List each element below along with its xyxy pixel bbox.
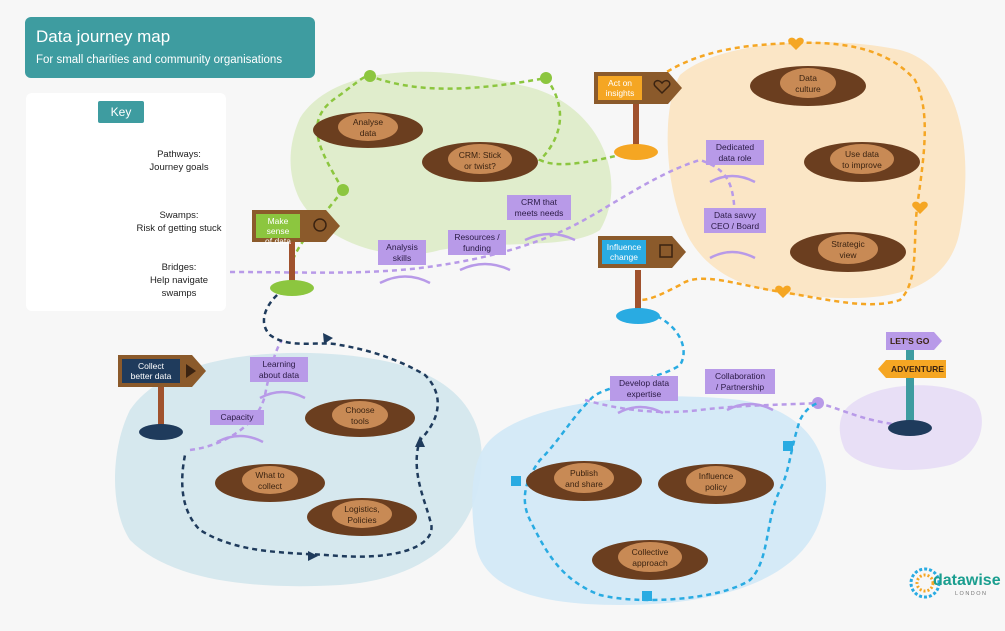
bridge-icon [216,174,774,444]
bridge-label-analysis-skills: Analysis skills [378,240,426,265]
green-node-2 [540,72,552,84]
swamp-influence-policy [658,464,774,504]
heart-icon [775,37,928,298]
navy-arrow-2 [415,436,425,447]
swamp-what-collect [215,464,325,502]
brand-logo-icon [909,567,941,599]
swamp-strategic [790,232,906,272]
brand-name: datawise [933,572,1001,589]
swamp-logistics [307,498,417,536]
brand-sub: LONDON [955,591,988,597]
navy-path [181,283,439,558]
swamp-publish [526,461,642,501]
swamp-label-crm: CRM: Stick or twist? [458,150,502,171]
key-bridges-label: Bridges: Help navigate swamps [149,262,209,299]
key-title: Key [98,101,144,123]
sign-label-influence-change: Influence change [606,242,642,262]
key-pathways-label: Pathways: Journey goals [149,149,209,173]
bridge-label-savvy-ceo: Data savvy CEO / Board [704,208,766,233]
title-banner: Data journey map For small charities and… [25,17,315,78]
green-node-3 [337,184,349,196]
swamp-label-use-data: Use data to improve [842,149,882,170]
sign-collect-data [118,355,206,440]
swamp-label-collective: Collective approach [631,547,669,568]
blue-node-2 [642,591,652,601]
swamp-label-what-collect: What to collect [255,470,285,491]
bridge-label-capacity: Capacity [210,410,264,425]
navy-arrow-3 [308,551,318,561]
bridge-label-crm-needs: CRM that meets needs [507,195,571,220]
swamp-data-culture [750,66,866,106]
bridge-label-resources: Resources / funding [448,230,506,255]
swamp-crm [422,142,538,182]
key-panel: Key Pathways: Journey goals Swamps: Risk… [26,93,226,311]
swamp-label-influence-policy: Influence policy [698,471,734,492]
sign-label-collect: Collect better data [130,361,172,381]
key-swamps-label: Swamps: Risk of getting stuck [136,210,222,234]
sign-label-make-sense: Make sense of data [265,216,291,246]
swamp-choose-tools [305,399,415,437]
swamp-label-choose-tools: Choose tools [345,405,375,426]
swamp-collective [592,540,708,580]
signpost-adventure: ADVENTURE [891,364,944,374]
bridge-label-learning: Learning about data [250,357,308,382]
bridge-label-develop: Develop data expertise [610,376,678,401]
bridge-label-collaboration: Collaboration / Partnership [705,369,775,394]
swamp-label-analyse: Analyse data [352,117,384,138]
blue-region [472,396,827,605]
page-subtitle: For small charities and community organi… [36,54,283,66]
blue-node-3 [783,441,793,451]
purple-node [812,397,824,409]
blue-node-1 [511,476,521,486]
swamp-analyse-data [313,112,423,148]
green-path [315,74,641,191]
green-node-1 [364,70,376,82]
page-title: Data journey map [36,27,171,46]
navy-arrow-1 [323,333,333,344]
finish-signpost [878,332,946,436]
sign-label-act: Act on insights [605,78,635,98]
sign-act-insights [594,72,682,160]
heart-icon [653,79,671,95]
bridge-label-dedicated: Dedicated data role [706,140,764,165]
orange-path [639,41,926,306]
swamp-label-strategic: Strategic view [831,239,865,260]
swamp-use-data [804,142,920,182]
sign-make-sense [252,210,340,296]
swamp-label-publish: Publish and share [565,468,603,489]
signpost-lets-go: LET'S GO [890,336,930,346]
swamp-label-logistics: Logistics, Policies [344,504,380,525]
sign-influence-change [598,236,686,324]
swamp-label-data-culture: Data culture [795,73,821,94]
